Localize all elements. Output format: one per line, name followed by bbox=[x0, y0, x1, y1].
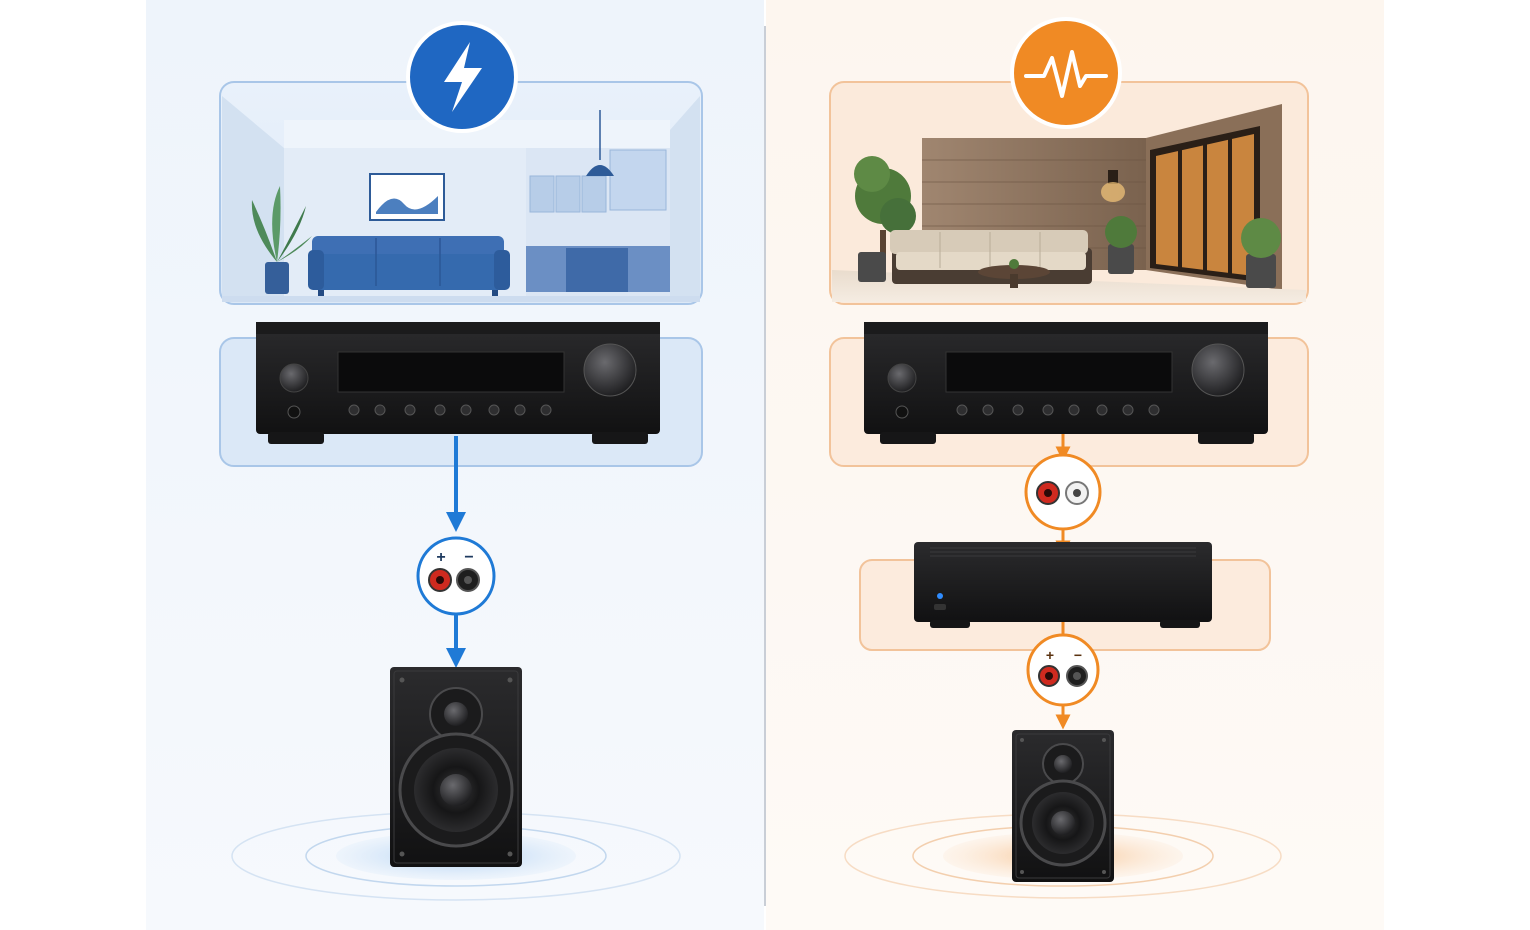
left-bookshelf-speaker bbox=[390, 667, 522, 867]
left-room-illustration bbox=[219, 81, 703, 305]
power-amplifier bbox=[859, 542, 1271, 651]
right-av-receiver bbox=[829, 322, 1309, 467]
left-speaker-terminal-icon: + − bbox=[416, 536, 496, 616]
left-av-receiver bbox=[219, 322, 703, 467]
panel-divider bbox=[764, 26, 766, 906]
left-minus-label: − bbox=[464, 549, 473, 566]
left-plus-label: + bbox=[436, 549, 445, 566]
right-bookshelf-speaker bbox=[1012, 730, 1114, 882]
rca-connector-icon bbox=[1024, 453, 1102, 531]
right-speaker-terminal-icon: + − bbox=[1026, 633, 1100, 707]
right-minus-label: − bbox=[1074, 647, 1082, 663]
right-room-illustration bbox=[829, 81, 1309, 305]
right-plus-label: + bbox=[1046, 647, 1054, 663]
waveform-icon bbox=[1010, 17, 1122, 129]
lightning-bolt-icon bbox=[406, 21, 518, 133]
